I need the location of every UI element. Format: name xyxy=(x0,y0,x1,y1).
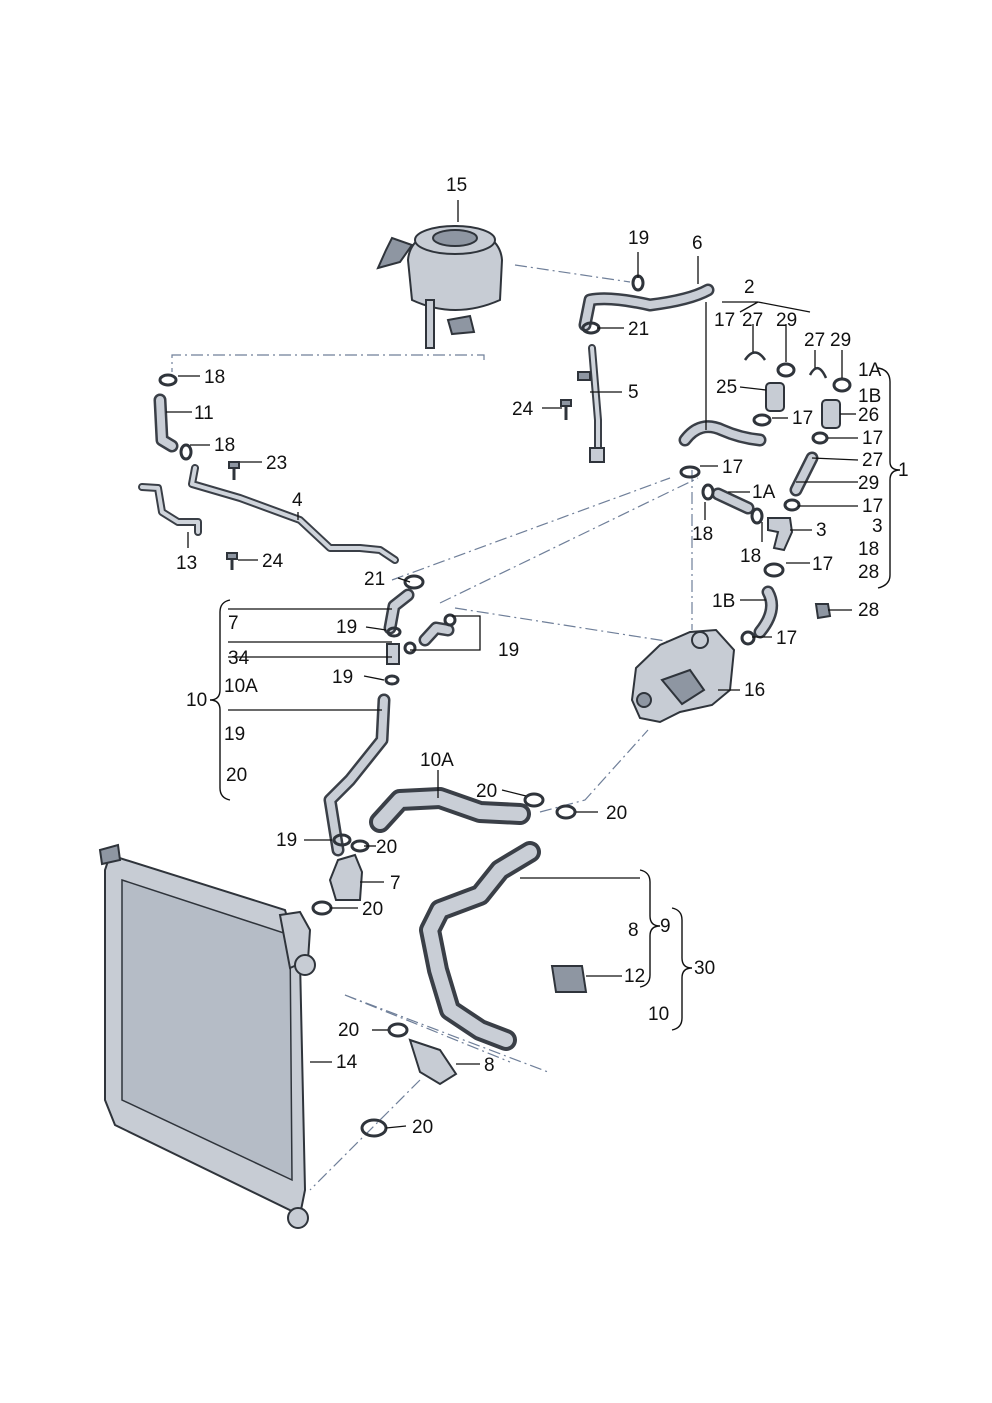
callout-25: 25 xyxy=(716,377,737,398)
callout-27: 27 xyxy=(862,450,883,471)
callout-17: 17 xyxy=(714,310,735,331)
brace-10 xyxy=(209,599,231,801)
callout-19: 19 xyxy=(628,228,649,249)
callout-19: 19 xyxy=(498,640,519,661)
callout-18: 18 xyxy=(740,546,761,567)
callout-8: 8 xyxy=(484,1055,495,1076)
callout-1A: 1A xyxy=(752,482,776,503)
callout-8: 8 xyxy=(628,920,639,941)
callout-9: 9 xyxy=(660,916,671,937)
callout-6: 6 xyxy=(692,233,703,254)
hose-lower xyxy=(360,841,588,1138)
callout-2: 2 xyxy=(744,277,755,298)
callout-13: 13 xyxy=(176,553,197,574)
callout-29: 29 xyxy=(830,330,851,351)
callout-3: 3 xyxy=(872,516,883,537)
fittings-top-right xyxy=(743,351,852,445)
callout-19: 19 xyxy=(276,830,297,851)
callout-10: 10 xyxy=(186,690,207,711)
callout-20: 20 xyxy=(376,837,397,858)
callout-14: 14 xyxy=(336,1052,358,1073)
callout-21: 21 xyxy=(364,569,385,590)
callout-labels: 15 19 6 2 21 17 27 29 27 29 1A 1B 25 17 … xyxy=(176,175,909,1138)
callout-21: 21 xyxy=(628,319,649,340)
callout-29: 29 xyxy=(858,473,879,494)
callout-19: 19 xyxy=(224,724,245,745)
callout-18: 18 xyxy=(858,539,879,560)
hoses-right xyxy=(701,451,832,646)
expansion-tank xyxy=(376,224,504,349)
callout-1A: 1A xyxy=(858,360,882,381)
callout-4: 4 xyxy=(292,490,303,511)
radiator xyxy=(98,843,316,1229)
pipe-5 xyxy=(577,344,605,463)
callout-18: 18 xyxy=(204,367,225,388)
callout-19: 19 xyxy=(336,617,357,638)
callout-7: 7 xyxy=(228,613,239,634)
callout-20: 20 xyxy=(606,803,627,824)
callout-20: 20 xyxy=(412,1117,433,1138)
callout-10A: 10A xyxy=(224,676,258,697)
callout-1B: 1B xyxy=(858,386,881,407)
callout-18: 18 xyxy=(214,435,235,456)
callout-15: 15 xyxy=(446,175,467,196)
callout-17: 17 xyxy=(792,408,813,429)
hoses-left-upper xyxy=(138,373,425,590)
hose-10A xyxy=(369,787,577,833)
callout-18: 18 xyxy=(692,524,713,545)
callout-17: 17 xyxy=(722,457,743,478)
hoses-center xyxy=(323,588,457,857)
callout-5: 5 xyxy=(628,382,639,403)
callout-19: 19 xyxy=(332,667,353,688)
callout-3: 3 xyxy=(816,520,827,541)
callout-1B: 1B xyxy=(712,591,735,612)
callout-30: 30 xyxy=(694,958,715,979)
callout-17: 17 xyxy=(776,628,797,649)
hose-6 xyxy=(578,283,715,332)
hose-upper-right xyxy=(678,413,772,479)
elbow-7 xyxy=(311,853,364,916)
callout-23: 23 xyxy=(266,453,287,474)
callout-34: 34 xyxy=(228,648,250,669)
callout-29: 29 xyxy=(776,310,797,331)
leader-lines xyxy=(166,200,859,1129)
callout-12: 12 xyxy=(624,966,645,987)
callout-28: 28 xyxy=(858,562,879,583)
callout-26: 26 xyxy=(858,405,879,426)
callout-28: 28 xyxy=(858,600,879,621)
callout-16: 16 xyxy=(744,680,765,701)
brace-9 xyxy=(639,869,661,988)
callout-27: 27 xyxy=(804,330,825,351)
callout-10A: 10A xyxy=(420,750,454,771)
thermostat-housing xyxy=(630,628,736,724)
callout-24: 24 xyxy=(262,551,284,572)
callout-27: 27 xyxy=(742,310,763,331)
callout-24: 24 xyxy=(512,399,534,420)
callout-17: 17 xyxy=(862,428,883,449)
brace-30 xyxy=(671,907,693,1031)
callout-17: 17 xyxy=(812,554,833,575)
callout-20: 20 xyxy=(476,781,497,802)
callout-20: 20 xyxy=(362,899,383,920)
callout-20: 20 xyxy=(226,765,247,786)
brace-1 xyxy=(877,367,901,589)
callout-11: 11 xyxy=(194,403,214,424)
callout-20: 20 xyxy=(338,1020,359,1041)
callout-1: 1 xyxy=(898,460,909,481)
callout-10: 10 xyxy=(648,1004,669,1025)
callout-17: 17 xyxy=(862,496,883,517)
callout-7: 7 xyxy=(390,873,401,894)
